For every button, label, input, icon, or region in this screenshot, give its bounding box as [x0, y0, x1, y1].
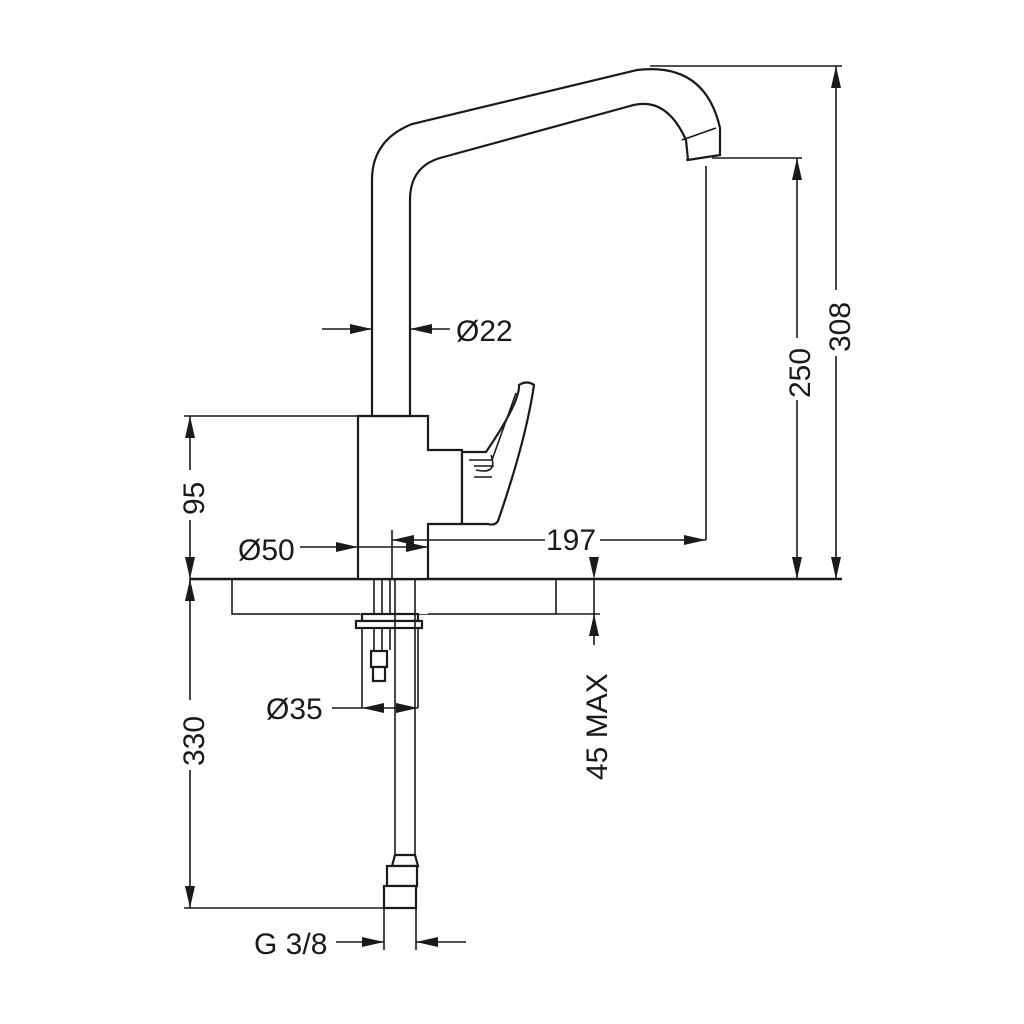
faucet-body — [356, 414, 464, 581]
mounting-shank — [354, 579, 424, 683]
dimension-hose-length: 330 — [178, 579, 384, 909]
dimension-total-height: 308 — [650, 65, 857, 579]
hose-length-label: 330 — [178, 716, 211, 766]
dimension-body-height: 95 — [178, 415, 358, 579]
dimension-body-diameter: Ø50 — [238, 534, 429, 579]
dimension-hole-diameter: Ø35 — [266, 628, 419, 726]
countertop — [190, 577, 842, 615]
dimension-max-thickness: 45 MAX — [556, 557, 614, 780]
body-height-label: 95 — [178, 482, 211, 515]
total-height-label: 308 — [824, 302, 857, 352]
spout-height-label: 250 — [784, 348, 817, 398]
dimension-connection-thread: G 3/8 — [254, 908, 466, 961]
max-thickness-label: 45 MAX — [581, 673, 614, 780]
spout-reach-label: 197 — [546, 524, 596, 557]
body-diameter-label: Ø50 — [238, 534, 295, 567]
supply-hose — [382, 578, 420, 910]
dimension-spout-reach: 197 — [391, 166, 707, 579]
spout — [370, 68, 722, 418]
connection-thread-label: G 3/8 — [254, 928, 327, 961]
dimension-spout-diameter: Ø22 — [322, 315, 513, 348]
lever-handle — [460, 381, 536, 526]
hole-diameter-label: Ø35 — [266, 693, 323, 726]
dimension-spout-height: 250 — [712, 157, 817, 579]
spout-diameter-label: Ø22 — [456, 315, 513, 348]
